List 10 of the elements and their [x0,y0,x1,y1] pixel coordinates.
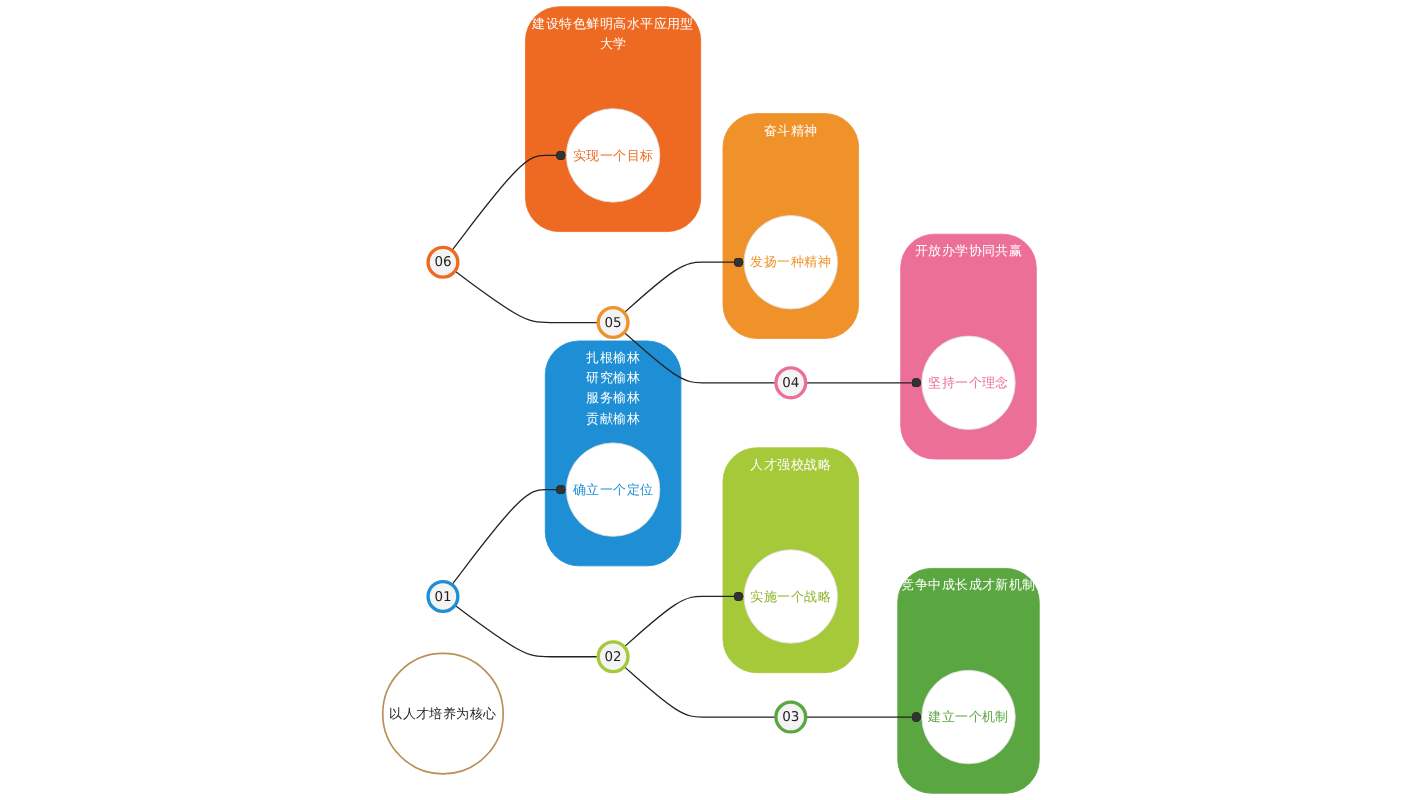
connector [623,666,777,718]
connector [454,270,599,324]
connector [805,711,923,723]
connector [623,257,745,314]
connector [451,150,567,251]
connector [805,377,923,388]
connector [451,484,567,586]
connector [623,591,745,648]
connector [623,331,777,384]
connector [454,604,599,658]
